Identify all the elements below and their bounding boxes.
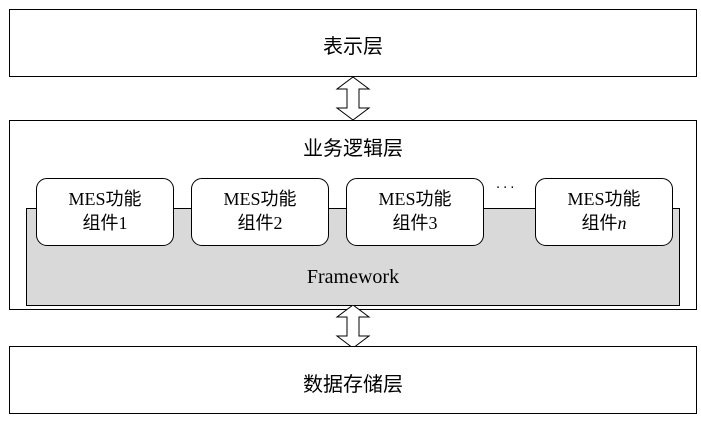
presentation-layer-box: 表示层 bbox=[9, 9, 697, 77]
component-title: MES功能 bbox=[223, 189, 297, 209]
ellipsis: ··· bbox=[496, 181, 518, 196]
bidirectional-arrow-top bbox=[335, 77, 371, 120]
component-name: 组件1 bbox=[82, 213, 128, 233]
bidirectional-arrow-bottom bbox=[335, 305, 371, 348]
component-title: MES功能 bbox=[567, 189, 641, 209]
business-logic-layer-box: 业务逻辑层 Framework MES功能 组件1 MES功能 组件2 MES功… bbox=[9, 120, 697, 310]
mes-component-2: MES功能 组件2 bbox=[191, 178, 329, 246]
component-name: 组件n bbox=[581, 213, 627, 233]
mes-component-3: MES功能 组件3 bbox=[346, 178, 484, 246]
framework-label: Framework bbox=[306, 266, 400, 288]
component-title: MES功能 bbox=[68, 189, 142, 209]
mes-component-n: MES功能 组件n bbox=[535, 178, 673, 246]
component-name: 组件3 bbox=[392, 213, 438, 233]
business-logic-layer-title: 业务逻辑层 bbox=[303, 136, 403, 160]
component-title: MES功能 bbox=[378, 189, 452, 209]
data-storage-layer-title: 数据存储层 bbox=[303, 372, 403, 396]
data-storage-layer-box: 数据存储层 bbox=[9, 346, 697, 414]
component-name: 组件2 bbox=[237, 213, 283, 233]
mes-component-1: MES功能 组件1 bbox=[36, 178, 174, 246]
presentation-layer-title: 表示层 bbox=[323, 34, 383, 58]
